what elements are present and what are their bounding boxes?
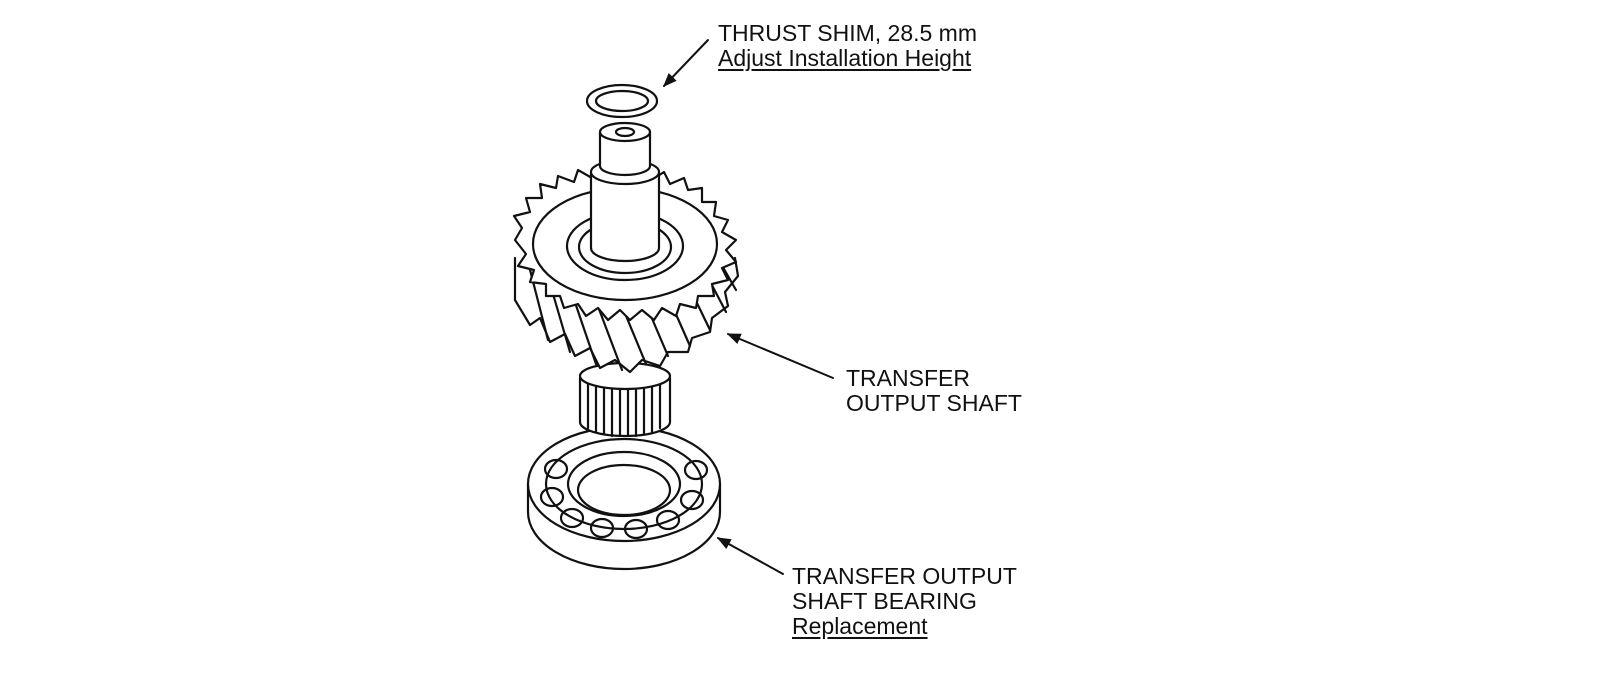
upper-shaft: [589, 121, 661, 263]
shaft-bearing-title-line2: SHAFT BEARING: [792, 588, 977, 614]
shaft-bearing-label: TRANSFER OUTPUT SHAFT BEARING Replacemen…: [792, 564, 1017, 639]
shaft-bearing-note: Replacement: [792, 613, 928, 639]
thrust-shim-note: Adjust Installation Height: [718, 45, 972, 71]
thrust-shim-title: THRUST SHIM, 28.5 mm: [718, 20, 977, 46]
thrust-shim-label: THRUST SHIM, 28.5 mm Adjust Installation…: [718, 21, 977, 71]
output-shaft-label: TRANSFER OUTPUT SHAFT: [846, 366, 1022, 416]
output-shaft-leader: [726, 333, 834, 379]
shaft-bearing: [526, 425, 722, 571]
splined-shaft: [578, 361, 672, 438]
output-shaft-title-line2: OUTPUT SHAFT: [846, 390, 1022, 416]
thrust-shim: [585, 83, 659, 119]
thrust-shim-leader: [663, 39, 709, 88]
bearing-leader: [716, 537, 784, 575]
output-shaft-title-line1: TRANSFER: [846, 365, 970, 391]
shaft-bearing-title-line1: TRANSFER OUTPUT: [792, 563, 1017, 589]
